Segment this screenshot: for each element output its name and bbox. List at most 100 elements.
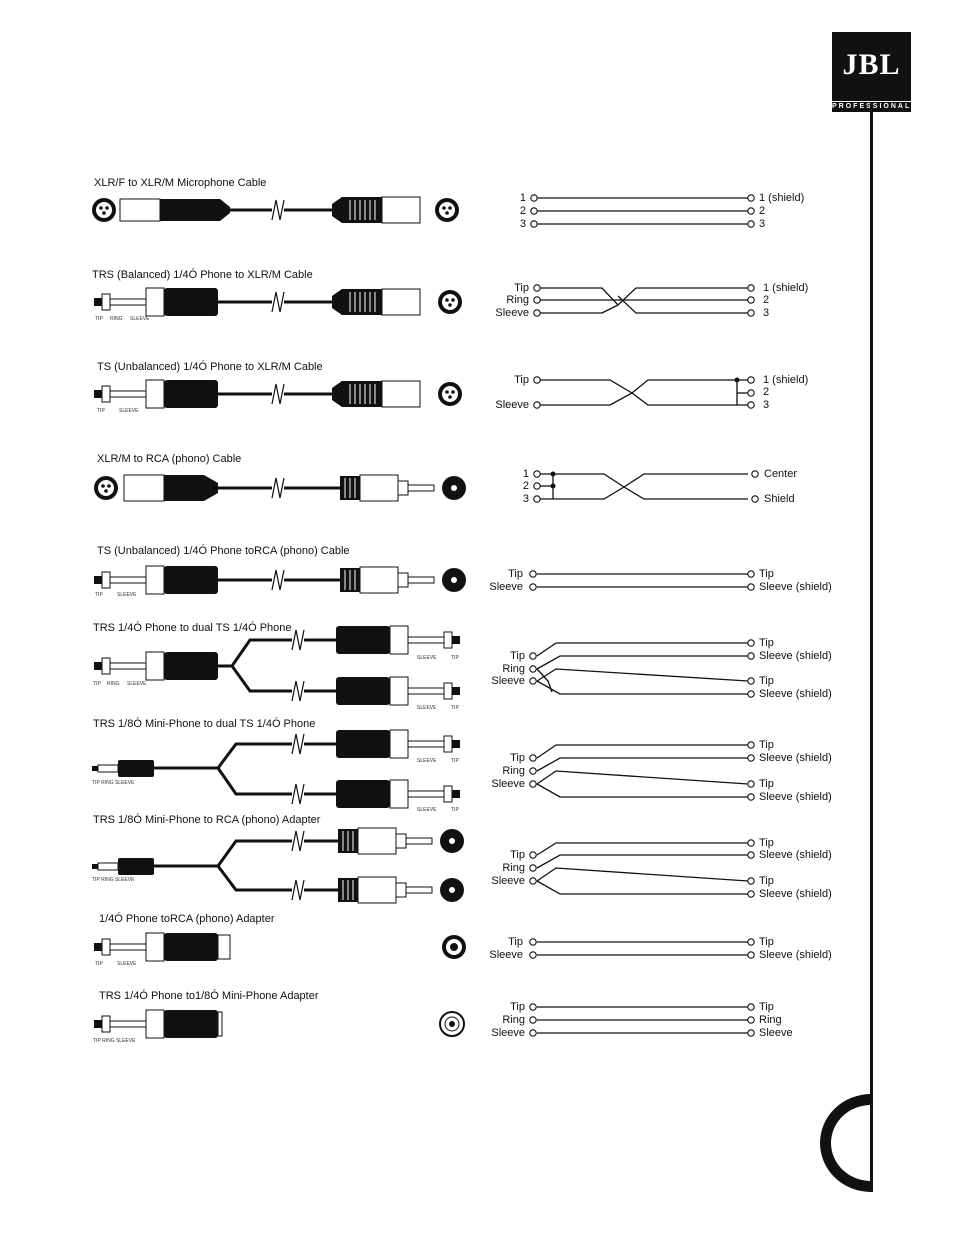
wire-right-label: Tip bbox=[759, 568, 774, 580]
wire-left-label: Ring bbox=[502, 1014, 525, 1026]
cable-title: XLR/M to RCA (phono) Cable bbox=[97, 453, 242, 465]
cable-title: TRS 1/8Ó Mini-Phone to RCA (phono) Adapt… bbox=[93, 814, 321, 826]
cable-title: TRS 1/8Ó Mini-Phone to dual TS 1/4Ó Phon… bbox=[93, 718, 316, 730]
wire-right-label: Tip bbox=[759, 675, 774, 687]
wire-left-label: Sleeve bbox=[495, 307, 529, 319]
wire-left-label: 3 bbox=[519, 218, 526, 230]
phone-to-mini-adapter bbox=[93, 1009, 465, 1039]
plug-tip-label: TIP bbox=[95, 961, 103, 967]
plug-sleeve-label: SLEEVE bbox=[117, 961, 137, 967]
wire-left-label: 1 bbox=[519, 192, 526, 204]
wire-right-label: 2 bbox=[759, 205, 766, 217]
wire-left-label: Sleeve bbox=[491, 875, 525, 887]
logo-mark: JBL bbox=[842, 48, 901, 81]
wire-left-label: Tip bbox=[508, 568, 523, 580]
phone-to-rca-adapter bbox=[93, 932, 466, 962]
out-tip-label: TIP bbox=[451, 758, 459, 764]
wire-right-label: Sleeve (shield) bbox=[759, 581, 832, 593]
wire-left-label: Ring bbox=[502, 862, 525, 874]
wire-left-label: Ring bbox=[502, 765, 525, 777]
out-sleeve-label: SLEEVE bbox=[417, 705, 437, 711]
out-tip-label: TIP bbox=[451, 807, 459, 813]
plug-tip-label: TIP bbox=[95, 316, 103, 322]
wire-left-label: Tip bbox=[514, 282, 529, 294]
wire-right-label: Tip bbox=[759, 1001, 774, 1013]
wire-right-label: 2 bbox=[763, 386, 770, 398]
plug-ring-label: RING bbox=[107, 681, 120, 687]
wire-right-label: Ring bbox=[759, 1014, 782, 1026]
wire-left-label: Ring bbox=[506, 294, 529, 306]
wire-right-label: 3 bbox=[759, 218, 766, 230]
wire-right-label: Tip bbox=[759, 637, 774, 649]
wire-left-label: Tip bbox=[510, 752, 525, 764]
wire-left-label: 1 bbox=[522, 468, 529, 480]
mini-phone-plug bbox=[92, 760, 154, 777]
wire-right-label: 1 (shield) bbox=[763, 282, 809, 294]
wire-left-label: Tip bbox=[510, 650, 525, 662]
wire-left-label: Tip bbox=[514, 374, 529, 386]
wire-right-label: Shield bbox=[764, 493, 795, 505]
mini-phone-plug bbox=[92, 858, 154, 875]
wire-left-label: Ring bbox=[502, 663, 525, 675]
cable-title: TS (Unbalanced) 1/4Ó Phone toRCA (phono)… bbox=[97, 545, 350, 557]
wire-left-label: Sleeve bbox=[489, 949, 523, 961]
plug-sleeve-label: SLEEVE bbox=[119, 408, 139, 414]
wire-right-label: Sleeve (shield) bbox=[759, 688, 832, 700]
xlr-female-plug bbox=[92, 198, 230, 222]
cable-title: TRS (Balanced) 1/4Ó Phone to XLR/M Cable bbox=[92, 269, 313, 281]
wire-left-label: Tip bbox=[510, 849, 525, 861]
wire-right-label: Sleeve (shield) bbox=[759, 949, 832, 961]
plug-sleeve-label: SLEEVE bbox=[127, 681, 147, 687]
plug-sleeve-label: SLEEVE bbox=[130, 316, 150, 322]
wire-right-label: Sleeve (shield) bbox=[759, 849, 832, 861]
cable-title: 1/4Ó Phone toRCA (phono) Adapter bbox=[99, 913, 275, 925]
cable-title: TS (Unbalanced) 1/4Ó Phone to XLR/M Cabl… bbox=[97, 361, 323, 373]
wire-right-label: Sleeve (shield) bbox=[759, 752, 832, 764]
out-tip-label: TIP bbox=[451, 705, 459, 711]
page-rule bbox=[870, 104, 873, 1192]
wire-right-label: 2 bbox=[763, 294, 770, 306]
wire-right-label: Tip bbox=[759, 875, 774, 887]
wire-right-label: 3 bbox=[763, 307, 770, 319]
wire-right-label: Center bbox=[764, 468, 798, 480]
xlr-male-plug bbox=[94, 474, 218, 502]
wire-right-label: 1 (shield) bbox=[759, 192, 805, 204]
plug-tip-label: TIP bbox=[93, 681, 101, 687]
wire-left-label: Tip bbox=[510, 1001, 525, 1013]
plug-sleeve-label: SLEEVE bbox=[117, 592, 137, 598]
wire-right-label: Sleeve (shield) bbox=[759, 888, 832, 900]
wire-right-label: Tip bbox=[759, 778, 774, 790]
out-sleeve-label: SLEEVE bbox=[417, 758, 437, 764]
wire-right-label: 1 (shield) bbox=[763, 374, 809, 386]
out-sleeve-label: SLEEVE bbox=[417, 807, 437, 813]
wire-left-label: 2 bbox=[519, 205, 526, 217]
plug-trs-label: TIP RING SLEEVE bbox=[93, 1038, 136, 1044]
wire-right-label: Sleeve (shield) bbox=[759, 791, 832, 803]
wire-right-label: Sleeve (shield) bbox=[759, 650, 832, 662]
wire-left-label: 2 bbox=[522, 480, 529, 492]
cable-title: XLR/F to XLR/M Microphone Cable bbox=[94, 177, 267, 189]
wire-right-label: Sleeve bbox=[759, 1027, 793, 1039]
wire-right-label: Tip bbox=[759, 936, 774, 948]
wire-left-label: Sleeve bbox=[495, 399, 529, 411]
plug-ring-label: RING bbox=[110, 316, 123, 322]
cable-title: TRS 1/4Ó Phone to1/8Ó Mini-Phone Adapter bbox=[99, 990, 319, 1002]
wire-right-label: 3 bbox=[763, 399, 770, 411]
plug-tip-label: TIP bbox=[97, 408, 105, 414]
plug-trs-label: TIP RING SLEEVE bbox=[92, 877, 135, 883]
wire-left-label: Sleeve bbox=[491, 675, 525, 687]
wire-left-label: 3 bbox=[522, 493, 529, 505]
plug-trs-label: TIP RING SLEEVE bbox=[92, 780, 135, 786]
out-tip-label: TIP bbox=[451, 655, 459, 661]
out-sleeve-label: SLEEVE bbox=[417, 655, 437, 661]
wire-left-label: Sleeve bbox=[491, 778, 525, 790]
wire-left-label: Tip bbox=[508, 936, 523, 948]
wire-left-label: Sleeve bbox=[489, 581, 523, 593]
wire-left-label: Sleeve bbox=[491, 1027, 525, 1039]
wire-right-label: Tip bbox=[759, 837, 774, 849]
cable-title: TRS 1/4Ó Phone to dual TS 1/4Ó Phone bbox=[93, 622, 292, 634]
plug-tip-label: TIP bbox=[95, 592, 103, 598]
wire-right-label: Tip bbox=[759, 739, 774, 751]
